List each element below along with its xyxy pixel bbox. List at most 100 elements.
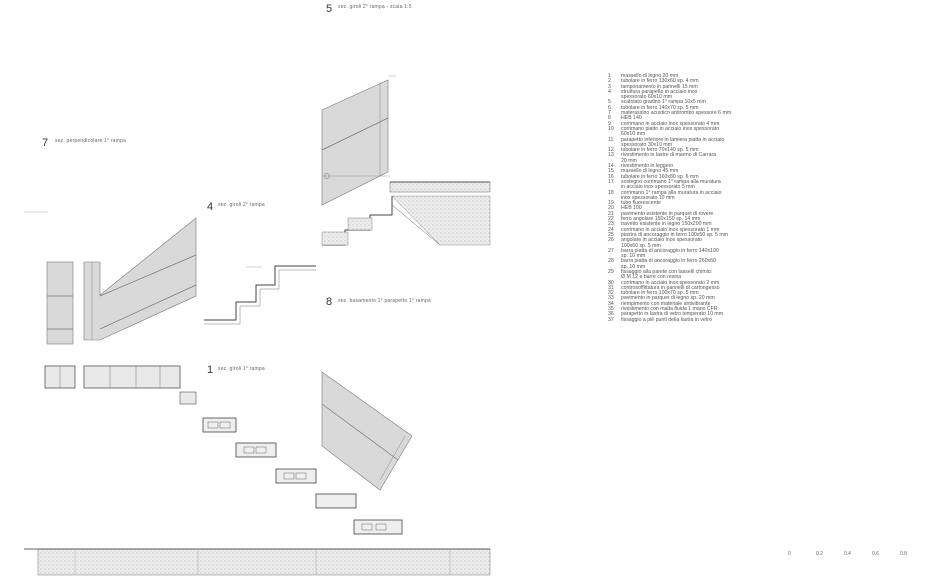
legend-text: massello di legno 20 mm	[621, 73, 679, 79]
detail-7-drawing	[24, 211, 197, 405]
legend-text: pavimento in parquet di legno sp. 20 mm	[621, 295, 715, 302]
legend-item: 25 piastra di ancoraggio in ferro 100x50 …	[608, 231, 783, 238]
legend-number: 30	[608, 279, 614, 286]
legend-number: 10	[608, 125, 614, 132]
legend-number: 18	[608, 189, 614, 196]
legend-item: 35 rivestimento con malta fluida 1 mano C…	[608, 306, 783, 313]
legend-number: 27	[608, 247, 614, 254]
legend-number: 25	[608, 231, 614, 238]
detail-caption-8: sez. basamento 1° parapetto 1° rampa	[338, 298, 431, 304]
legend-text: 20 mm	[621, 157, 637, 164]
detail-caption-4: sez. giroli 2° rampa	[218, 202, 265, 208]
legend-text: tubolare in ferro 130x60 sp. 4 mm	[621, 78, 699, 85]
legend-text: corrimano in acciaio inox spessorato 1 m…	[621, 226, 720, 233]
legend-number: 32	[608, 290, 614, 297]
legend-text: piastra di ancoraggio in ferro 100x50 sp…	[621, 231, 728, 238]
legend-text: tubo fluorescente	[621, 200, 661, 207]
detail-5-drawing	[321, 75, 491, 246]
legend-item: 27 barra piatta di ancoraggio in ferro 14…	[608, 247, 783, 254]
detail-caption-5: sez. giroli 2° rampa - scala 1:5	[338, 4, 412, 10]
legend-text: corrimano in acciaio inox spessorato 4 m…	[621, 120, 720, 127]
legend-item: 21 pavimento esistente in parquet di rove…	[608, 210, 783, 217]
legend-text: 100x60 sp. 5 mm	[621, 242, 661, 249]
legend-item: 20 HEB 100	[608, 205, 783, 212]
detail-1-drawing	[202, 417, 403, 535]
legend-item: 60x10 mm	[608, 131, 783, 138]
detail-8-drawing	[321, 371, 413, 491]
legend-number: 29	[608, 268, 614, 275]
legend-number: 17	[608, 178, 614, 185]
legend-text: corrimano piatto in acciaio inox spessor…	[621, 125, 720, 132]
detail-caption-1: sez. giroli 1° rampa	[218, 366, 265, 372]
legend-text: materassino acustico antirombo spessore …	[621, 110, 732, 117]
scale-label: 0.6	[872, 551, 879, 557]
legend-text: tubolare in ferro 100x70 sp. 5 mm	[621, 290, 699, 297]
scale-label: 0.2	[816, 551, 823, 557]
legend-item: Ø M 12 e barre con resina	[608, 274, 783, 280]
scale-label: 0	[788, 551, 791, 557]
legend-number: 1	[608, 73, 611, 79]
legend-text: inox spessorato 10 mm	[621, 194, 675, 201]
legend-item: 16 tubolare in ferro 160x80 sp. 6 mm	[608, 173, 783, 180]
legend-number: 9	[608, 120, 611, 127]
legend-text: parapetto in lastra di vetro temperato 1…	[621, 311, 724, 318]
legend-text: struttura parapetto in acciaio inox	[621, 88, 698, 95]
legend-item: 10 corrimano piatto in acciaio inox spess…	[608, 125, 783, 132]
detail-number-7: 7	[42, 137, 49, 149]
legend-text: tubolare in ferro 160x80 sp. 6 mm	[621, 173, 699, 180]
legend-text: HEB 140	[621, 115, 642, 122]
detail-number-4: 4	[207, 201, 214, 213]
legend-number: 6	[608, 104, 611, 111]
legend-text: in acciaio inox spessorato 5 mm	[621, 184, 695, 191]
legend-number: 35	[608, 306, 614, 313]
legend-number: 2	[608, 78, 611, 85]
detail-number-5: 5	[326, 3, 333, 15]
legend-text: sp. 10 mm	[621, 263, 646, 270]
detail-4-drawing	[204, 265, 316, 325]
legend-number: 21	[608, 210, 614, 217]
legend-text: pavimento esistente in parquet di rovere	[621, 210, 714, 217]
detail-caption-7: sez. perpendicolare 1° rampa	[55, 138, 126, 144]
legend-number: 15	[608, 168, 614, 175]
legend-text: barra piatta di ancoraggio in ferro 140x…	[621, 247, 719, 254]
legend-text: spessorato 30x10 mm	[621, 141, 673, 148]
legend-number: 22	[608, 216, 614, 223]
legend-text: fissaggio a piè punti della lastra in ve…	[621, 316, 712, 323]
legend-number: 5	[608, 99, 611, 106]
legend-number: 26	[608, 237, 614, 244]
legend-text: rivestimento con malta fluida 1 mano CFR	[621, 306, 718, 313]
legend-text: HEB 100	[621, 205, 642, 212]
legend-text: barra piatta di ancoraggio in ferro 260x…	[621, 258, 716, 265]
legend-text: massello di legno 45 mm	[621, 168, 679, 175]
legend-text: controsoffittatura in pannelli di carton…	[621, 284, 720, 291]
legend-text: rivestimento in leggero	[621, 163, 674, 170]
legend-text: 60x10 mm	[621, 131, 646, 138]
legend-text: fissaggio alla parete con tasselli chimi…	[621, 268, 712, 275]
legend-item: 15 massello di legno 45 mm	[608, 168, 783, 175]
legend-item: inox spessorato 10 mm	[608, 194, 783, 201]
legend-number: 19	[608, 200, 614, 207]
legend-number: 12	[608, 147, 614, 154]
base-strip	[24, 548, 491, 576]
legend-item: 9 corrimano in acciaio inox spessorato 4 …	[608, 120, 783, 127]
legend-item: spessorato 60x10 mm	[608, 94, 783, 100]
legend-item: 8 HEB 140	[608, 115, 783, 122]
legend-text: ferro angolare 150x150 sp. 14 mm	[621, 216, 701, 223]
legend-number: 8	[608, 115, 611, 122]
legend-number: 16	[608, 173, 614, 180]
legend-text: sp. 10 mm	[621, 253, 646, 260]
legend-number: 13	[608, 152, 614, 159]
legend-number: 20	[608, 205, 614, 212]
legend-item: sp. 10 mm	[608, 263, 783, 270]
materials-legend: 1 massello di legno 20 mm 2 tubolare in fer…	[608, 73, 783, 323]
